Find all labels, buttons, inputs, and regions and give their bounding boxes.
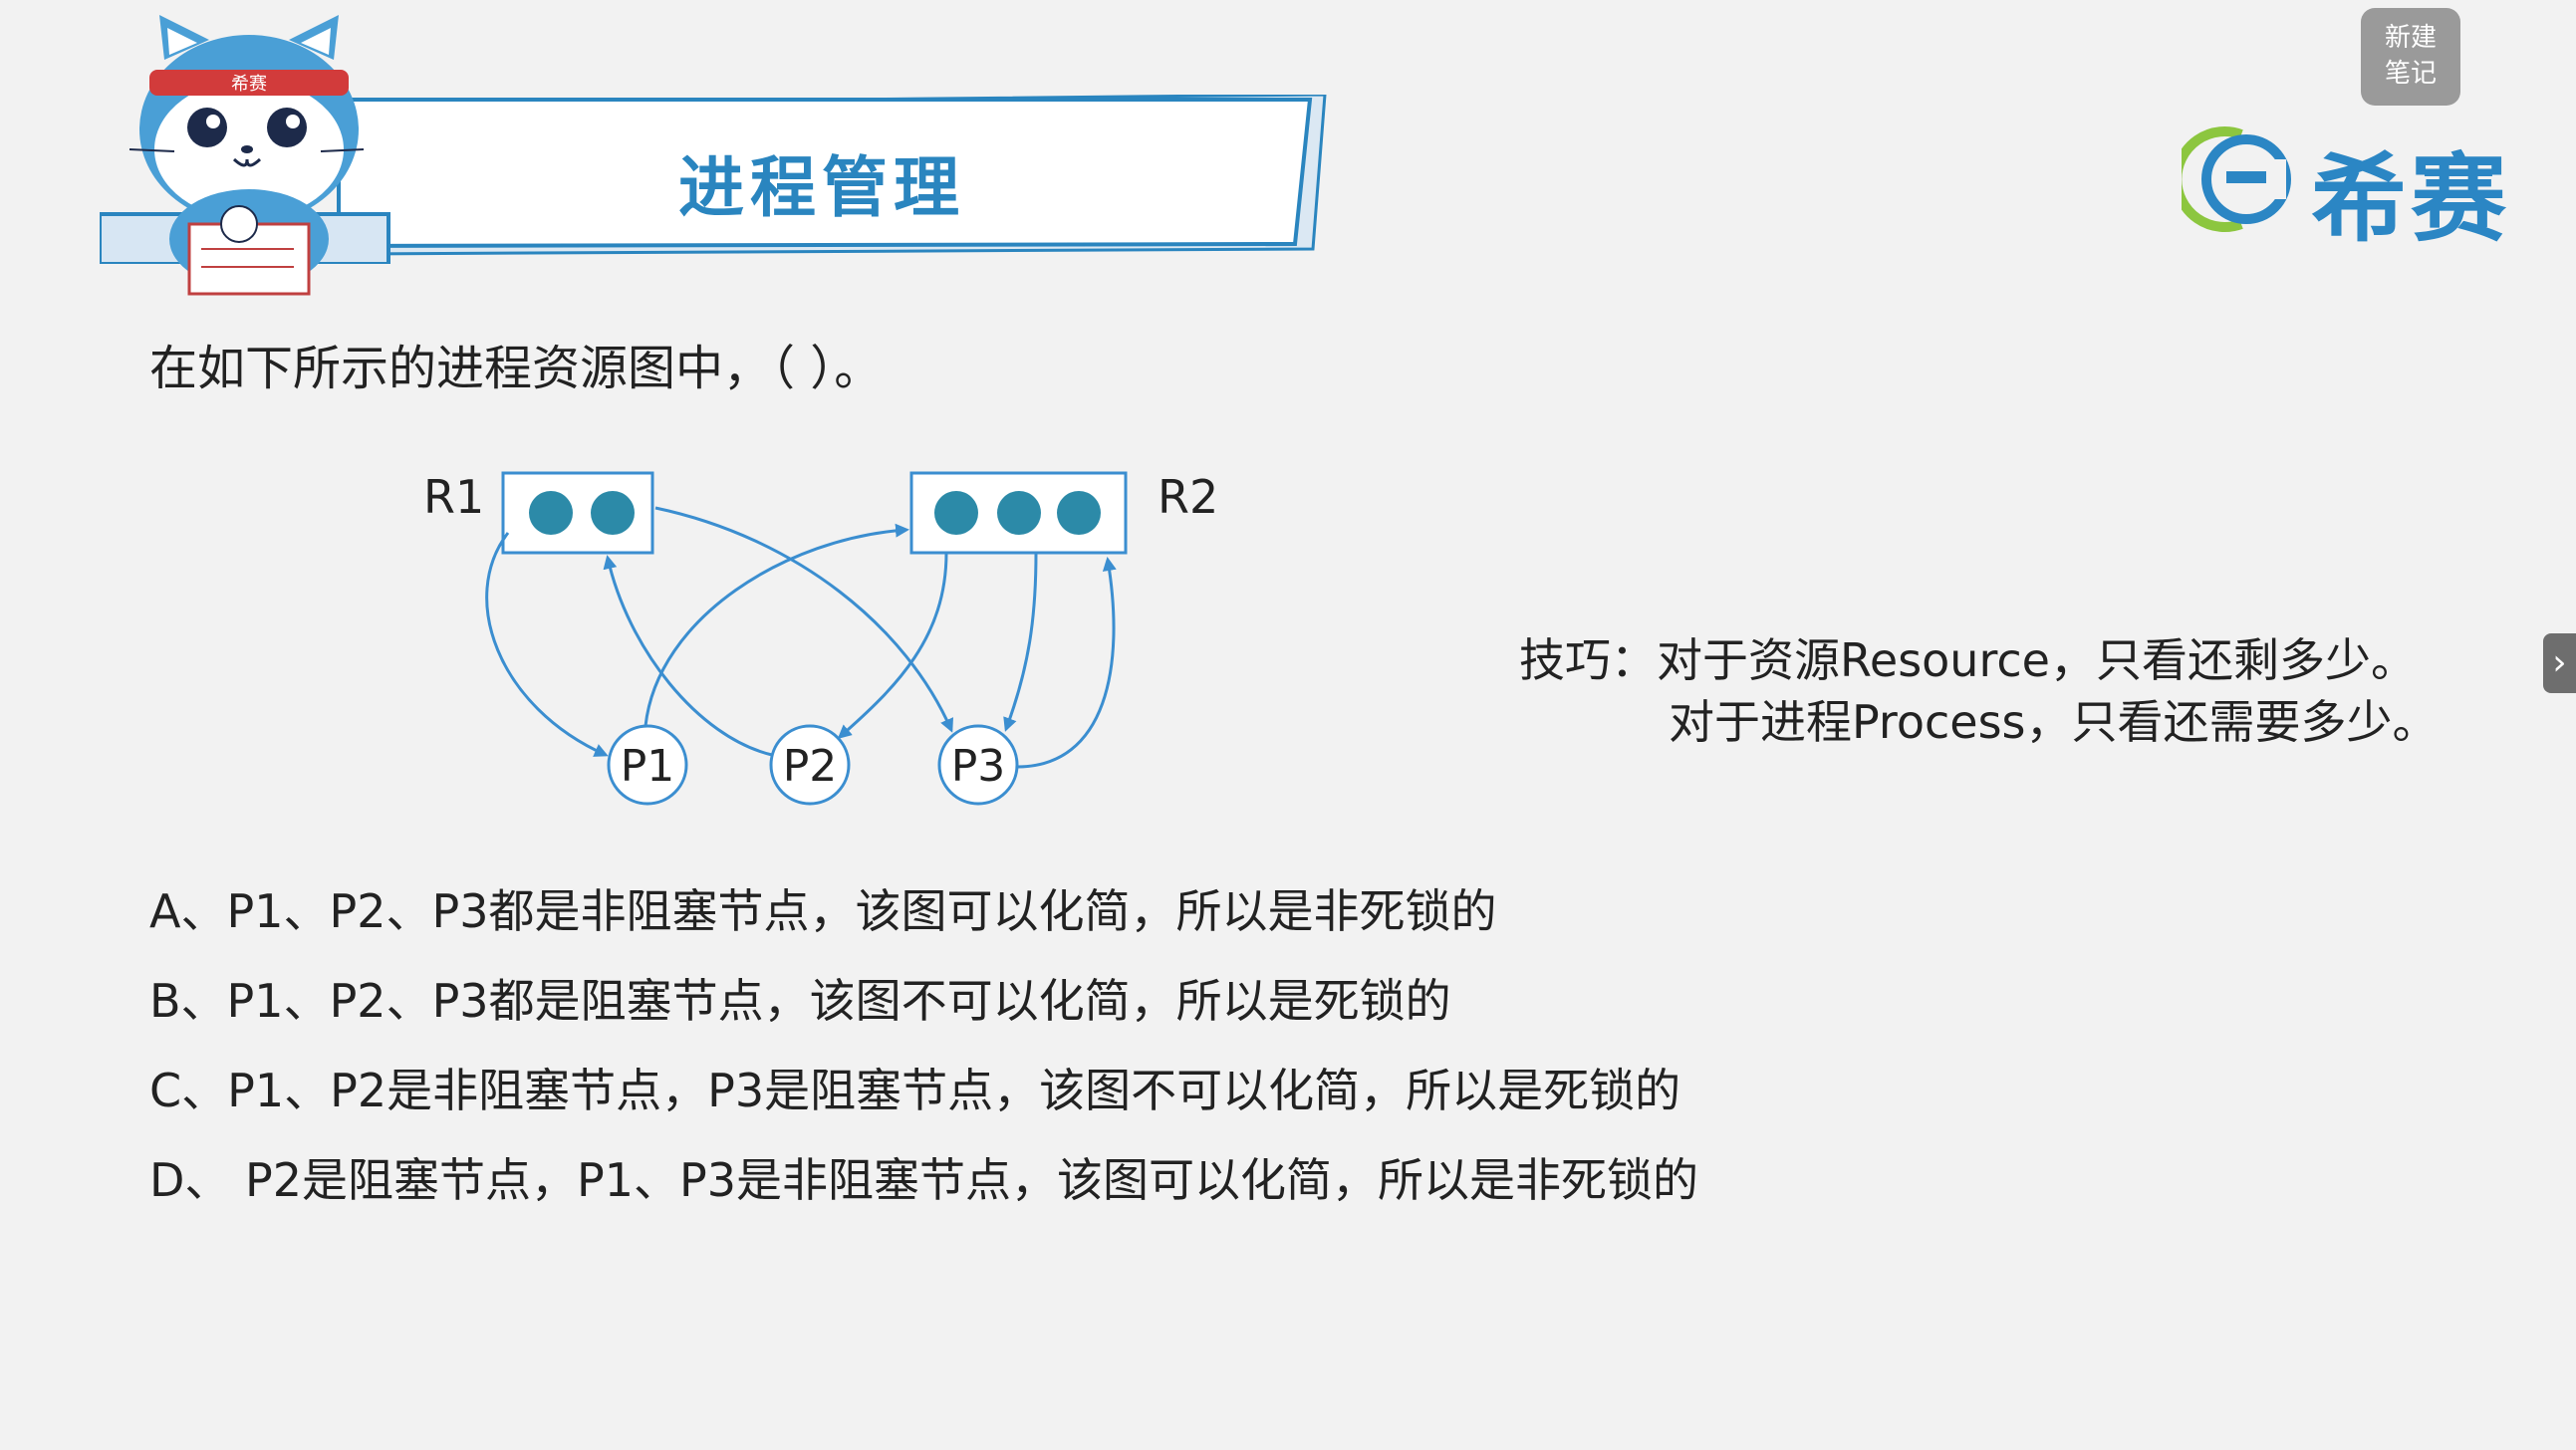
p1-label: P1 xyxy=(621,741,675,792)
edge-r1-p3 xyxy=(654,506,954,733)
p2-node xyxy=(769,724,851,806)
edge-r1-p1 xyxy=(485,532,609,757)
p1-node xyxy=(607,724,688,806)
edge-r2-p2 xyxy=(837,552,948,739)
option-a[interactable]: A、P1、P2、P3都是非阻塞节点，该图可以化简，所以是非死锁的 xyxy=(149,884,1497,938)
cat-mascot-icon: 希赛 xyxy=(129,15,365,296)
p2-label: P2 xyxy=(783,741,838,792)
r1-unit xyxy=(529,491,573,535)
option-c[interactable]: C、P1、P2是非阻塞节点，P3是阻塞节点，该图不可以化简，所以是死锁的 xyxy=(149,1064,1681,1117)
option-d[interactable]: D、 P2是阻塞节点，P1、P3是非阻塞节点，该图可以化简，所以是非死锁的 xyxy=(149,1153,1699,1207)
svg-text:希赛: 希赛 xyxy=(231,74,267,95)
page-title: 进程管理 xyxy=(678,149,965,226)
p3-label: P3 xyxy=(951,741,1006,792)
csai-logo-icon xyxy=(2182,126,2291,232)
edge-p3-r2 xyxy=(1016,557,1117,769)
edge-p1-r2 xyxy=(644,523,909,727)
r2-label: R2 xyxy=(1158,470,1218,524)
new-note-button[interactable]: 新建 笔记 xyxy=(2361,8,2460,106)
resource-allocation-graph: R1 R2 P1 P2 P3 xyxy=(423,470,1218,806)
r2-unit xyxy=(997,491,1041,535)
title-banner xyxy=(100,95,1327,264)
new-note-label-1: 新建 xyxy=(2384,23,2437,53)
edge-r2-p3 xyxy=(1003,552,1038,732)
logo-text: 希赛 xyxy=(2311,143,2510,255)
tip-line-2: 对于进程Process，只看还需要多少。 xyxy=(1669,695,2439,749)
tip-text: 技巧：对于资源Resource，只看还剩多少。 对于进程Process，只看还需… xyxy=(1519,629,2439,753)
p3-node xyxy=(937,724,1019,806)
chevron-right-icon[interactable]: › xyxy=(2543,633,2576,693)
edge-p2-r1 xyxy=(603,555,773,757)
tip-line-1: 技巧：对于资源Resource，只看还剩多少。 xyxy=(1519,633,2417,687)
r2-unit xyxy=(934,491,978,535)
r2-unit xyxy=(1057,491,1101,535)
answer-options: A、P1、P2、P3都是非阻塞节点，该图可以化简，所以是非死锁的 B、P1、P2… xyxy=(149,866,1698,1225)
option-b[interactable]: B、P1、P2、P3都是阻塞节点，该图不可以化简，所以是死锁的 xyxy=(149,974,1451,1028)
r1-label: R1 xyxy=(423,470,484,524)
question-text: 在如下所示的进程资源图中，（ ）。 xyxy=(149,341,883,396)
r1-unit xyxy=(591,491,635,535)
new-note-label-2: 笔记 xyxy=(2384,59,2437,89)
